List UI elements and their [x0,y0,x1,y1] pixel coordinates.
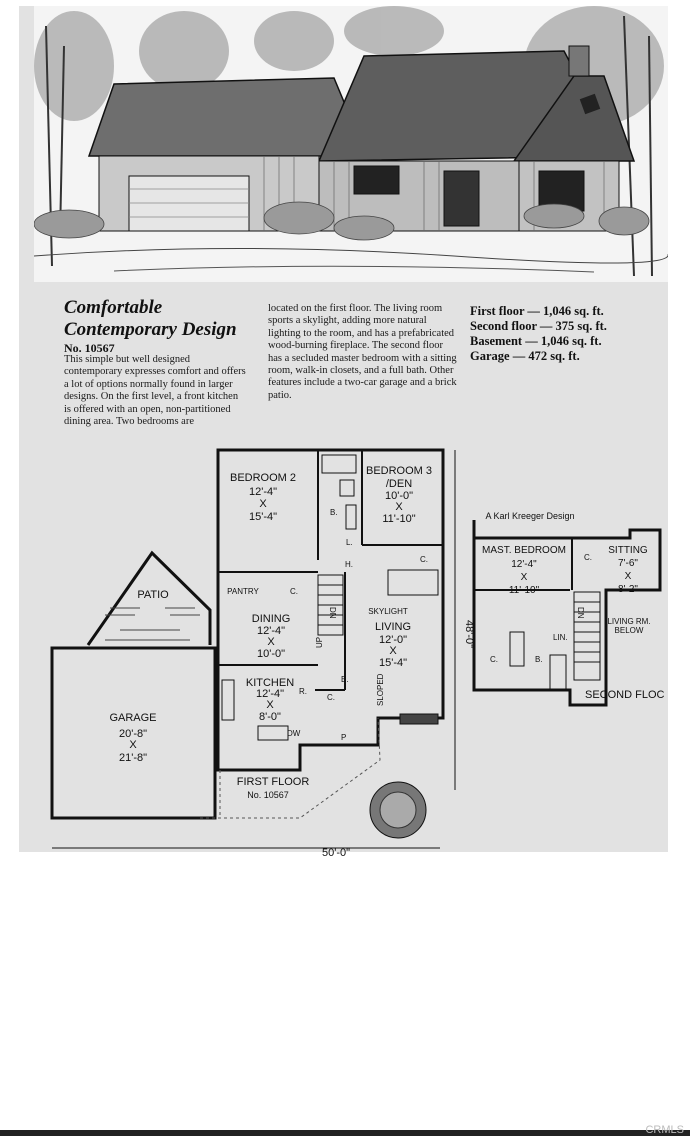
bath-label-2: B. [535,655,543,664]
title-line-1: Comfortable [64,297,163,318]
pantry-label: PANTRY [227,587,259,596]
linen-label: L. [346,538,353,547]
dishwasher-label: DW [287,729,301,738]
closet-label-4: C. [584,553,592,562]
sitting-label: SITTING 7'-6" X 8'-2" [608,545,648,595]
living-below-label: LIVING RM. [607,617,650,626]
porch-label: P [341,733,346,742]
stat-first-floor: First floor — 1,046 sq. ft. [470,304,604,318]
bath-label: B. [330,508,338,517]
closet-label-2: C. [420,555,428,564]
room-dim: 12'-4" [256,688,284,700]
room-name: BEDROOM 3 [366,465,432,477]
stairs-down-label: DN [328,607,337,619]
room-name: DINING [252,613,291,625]
stat-basement: Basement — 1,046 sq. ft. [470,334,602,348]
second-floor-caption: SECOND FLOC [585,689,665,701]
body-text-col2: located on the first floor. The living r… [268,303,457,401]
room-name: MAST. BEDROOM [482,545,566,556]
room-x: X [266,699,274,711]
floor-plan-drawing: BEDROOM 2 12'-4" X 15'-4" BEDROOM 3 /DEN… [50,448,665,856]
room-dim: 21'-8" [119,752,147,764]
stat-second-floor: Second floor — 375 sq. ft. [470,319,607,333]
room-dim: 12'-4" [249,486,277,498]
stairs-up-label: UP [315,637,324,648]
designer-credit: A Karl Kreeger Design [485,511,574,521]
room-x: X [395,501,403,513]
room-name: LIVING [375,621,411,633]
depth-dimension: 48'-0" [463,620,475,648]
refrigerator-label: R. [299,687,307,696]
first-floor-caption: FIRST FLOOR No. 10567 [237,776,310,800]
patio-label: PATIO [137,589,169,601]
linen-closet-label: LIN. [553,633,568,642]
room-dim: 15'-4" [379,657,407,669]
dining-label: DINING 12'-4" X 10'-0" [252,613,291,660]
entry-label: E. [341,675,349,684]
room-x: X [389,645,397,657]
room-dim: 12'-4" [257,625,285,637]
living-label: LIVING 12'-0" X 15'-4" [375,621,411,669]
room-name: BEDROOM 2 [230,472,296,484]
bedroom-3-label: BEDROOM 3 /DEN 10'-0" X 11'-10" [366,465,432,525]
room-name: GARAGE [109,712,156,724]
room-name: KITCHEN [246,677,294,689]
room-dim: 7'-6" [618,558,638,569]
kitchen-label: KITCHEN 12'-4" X 8'-0" [246,677,294,723]
square-footage-stats: First floor — 1,046 sq. ft. Second floor… [470,304,660,364]
skylight-label: SKYLIGHT [368,607,408,616]
caption: FIRST FLOOR [237,776,310,788]
garage-label: GARAGE 20'-8" X 21'-8" [109,712,156,764]
room-dim: 8'-0" [259,711,281,723]
room-x: X [625,571,632,582]
document-title-visible: Comfortable Contemporary Design [64,297,264,341]
closet-label-3: C. [327,693,335,702]
room-x: X [259,498,267,510]
room-dim: 10'-0" [257,648,285,660]
width-dimension: 50'-0" [322,847,350,856]
room-dim: 11'-10" [382,513,415,525]
scanned-page: Comfortable Contemporary Design [19,6,668,852]
closet-label: C. [290,587,298,596]
stairs-down-label-2: DN [576,607,585,619]
master-bedroom-label: MAST. BEDROOM 12'-4" X 11'-10" [482,545,566,596]
room-x: X [129,739,137,751]
room-dim: 10'-0" [385,490,413,502]
room-name-2: /DEN [386,478,412,490]
hall-label: H. [345,560,353,569]
room-dim: 15'-4" [249,511,277,523]
room-dim: 8'-2" [618,584,638,595]
stat-garage: Garage — 472 sq. ft. [470,349,580,363]
bedroom-2-label: BEDROOM 2 12'-4" X 15'-4" [230,472,296,523]
room-dim: 11'-10" [509,585,540,596]
closet-label-5: C. [490,655,498,664]
room-name: SITTING [608,545,648,556]
sloped-label: SLOPED [376,673,385,706]
body-text-col1: This simple but well designed contempora… [64,354,246,428]
room-x: X [267,636,275,648]
watermark: CRMLS [645,1124,684,1136]
room-dim: 12'-0" [379,634,407,646]
caption-number: No. 10567 [247,790,289,800]
living-below-label-2: BELOW [615,626,644,635]
room-x: X [521,572,528,583]
house-illustration [34,6,668,282]
room-dim: 12'-4" [511,559,537,570]
title-line-2: Contemporary Design [64,319,237,340]
room-dim: 20'-8" [119,728,147,740]
plan-number: No. 10567 [64,341,115,355]
bottom-bar [0,1130,690,1136]
